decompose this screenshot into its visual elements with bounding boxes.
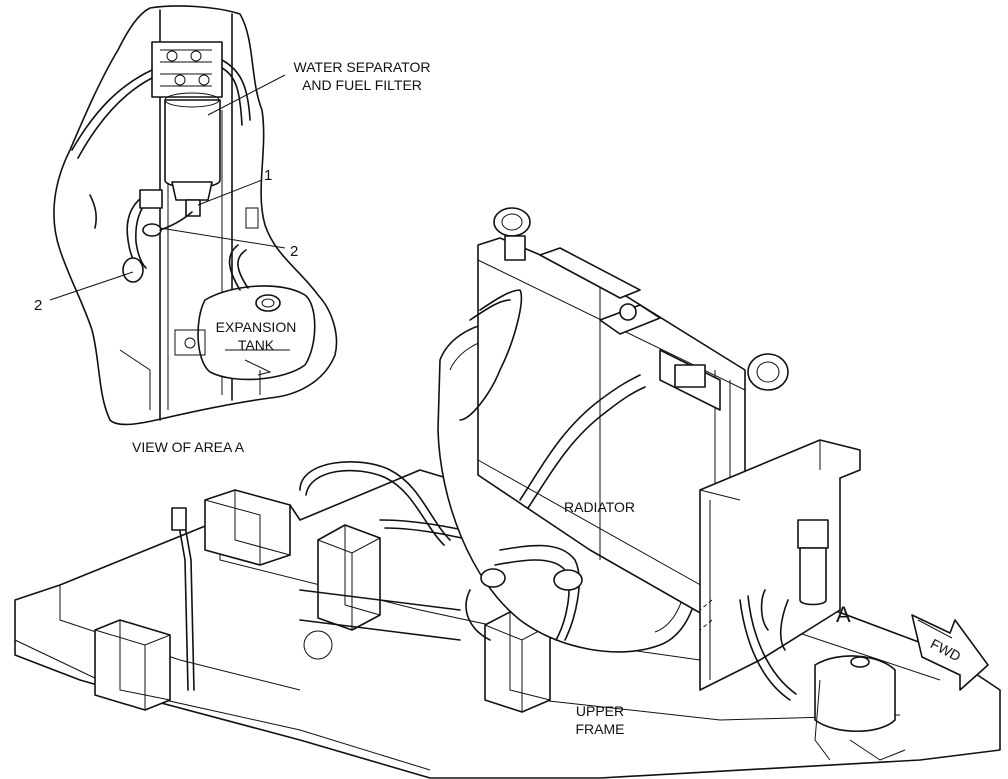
callout-2-right: 2: [290, 243, 298, 260]
detail-cutout-outline: [53, 5, 338, 426]
leader-callout-1: [197, 179, 263, 206]
radiator-outlet: [747, 353, 789, 391]
leader-water-separator: [207, 74, 286, 116]
harness-loop-center: [142, 223, 162, 237]
callout-1: 1: [264, 167, 272, 184]
label-radiator: RADIATOR: [564, 499, 635, 515]
leader-callout-2-right: [159, 227, 286, 249]
expansion-tank-cap: [255, 294, 281, 312]
drain-valve: [185, 199, 201, 217]
connector: [139, 189, 163, 209]
expansion-tank-main: [814, 655, 896, 733]
radiator-inlet: [493, 207, 531, 237]
detail-view-area-a: [49, 5, 338, 426]
leader-callout-2-left: [49, 271, 134, 301]
radiator-cap: [619, 303, 637, 321]
label-upper-frame-line2: FRAME: [576, 721, 625, 737]
label-view-of-area: VIEW OF AREA A: [132, 439, 245, 455]
main-view: [14, 207, 1001, 779]
label-upper-frame-line1: UPPER: [576, 703, 624, 719]
filter-head: [151, 41, 223, 98]
expansion-tank: [197, 285, 316, 381]
label-area-marker: A: [836, 602, 851, 627]
center-mount-block: [317, 524, 381, 631]
fwd-arrow-shape: [911, 614, 989, 691]
fwd-arrow: [911, 614, 989, 691]
side-panel: [699, 439, 861, 691]
label-expansion-tank-line1: EXPANSION: [216, 319, 297, 335]
label-water-separator-line1: WATER SEPARATOR: [294, 59, 431, 75]
label-water-separator-line2: AND FUEL FILTER: [302, 77, 422, 93]
label-expansion-tank-line2: TANK: [238, 337, 275, 353]
mount-bracket-rear: [204, 489, 291, 566]
water-bowl: [171, 181, 213, 201]
callout-2-left: 2: [34, 297, 42, 314]
harness-loop-left: [122, 257, 144, 283]
